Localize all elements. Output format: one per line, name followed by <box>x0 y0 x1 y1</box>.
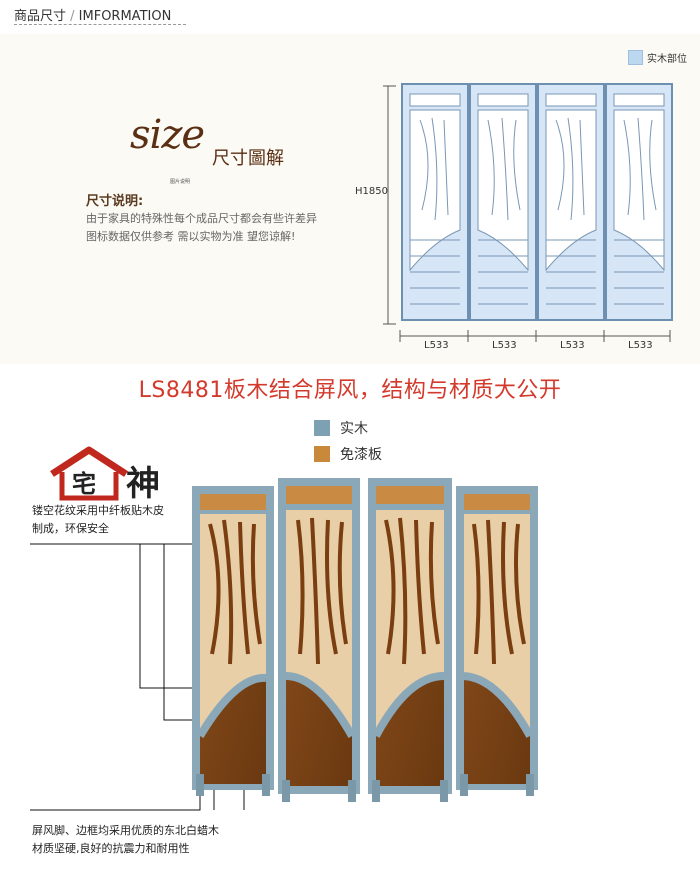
panel-outline <box>605 83 673 321</box>
title-en: IMFORMATION <box>78 9 172 24</box>
title-separator: / <box>66 9 79 24</box>
solid-wood-swatch <box>314 420 330 436</box>
size-logo-note: 图片说明 <box>170 179 191 185</box>
width-dimension-line <box>399 330 671 342</box>
solid-wood-swatch <box>628 50 643 65</box>
explanation-body: 由于家具的特殊性每个成品尺寸都会有些许差异 图标数据仅供参考 需以实物为准 望您… <box>86 210 376 246</box>
explanation-title: 尺寸说明: <box>86 194 144 209</box>
brand-icon-text: 宅 <box>72 470 96 498</box>
callout-line: 制成，环保安全 <box>32 522 109 535</box>
callout-frame: 屏风脚、边框均采用优质的东北白蜡木 材质坚硬,良好的抗震力和耐用性 <box>32 822 219 858</box>
panel-outline <box>537 83 605 321</box>
width-label: L533 <box>492 340 517 351</box>
explanation-line: 图标数据仅供参考 需以实物为准 望您谅解! <box>86 230 296 243</box>
paint-free-board-swatch <box>314 446 330 462</box>
header-divider <box>14 24 186 25</box>
material-legend-label: 免漆板 <box>340 447 382 463</box>
solid-wood-legend: 实木部位 <box>628 50 687 65</box>
solid-wood-legend-label: 实木部位 <box>647 54 687 65</box>
material-legend-item: 实木 <box>314 418 368 438</box>
section-header: 商品尺寸 / IMFORMATION <box>0 0 700 30</box>
product-headline: LS8481板木结合屏风，结构与材质大公开 <box>138 378 562 403</box>
screen-panel <box>456 486 538 796</box>
folding-screen-photo <box>192 478 538 802</box>
size-logo-word: size <box>130 112 205 158</box>
section-title: 商品尺寸 / IMFORMATION <box>14 5 171 24</box>
screen-panel <box>192 486 274 796</box>
panel-outline <box>469 83 537 321</box>
callout-lattice: 镂空花纹采用中纤板贴木皮 制成，环保安全 <box>32 502 164 538</box>
screen-line-drawing <box>383 83 673 342</box>
brand-logo: 宅 神 <box>44 444 174 504</box>
callout-line: 镂空花纹采用中纤板贴木皮 <box>32 504 164 517</box>
material-legend-label: 实木 <box>340 421 368 437</box>
callout-line: 屏风脚、边框均采用优质的东北白蜡木 <box>32 824 219 837</box>
material-legend-item: 免漆板 <box>314 444 382 464</box>
title-cn: 商品尺寸 <box>14 9 67 24</box>
explanation-line: 由于家具的特殊性每个成品尺寸都会有些许差异 <box>86 212 317 225</box>
width-label: L533 <box>628 340 653 351</box>
house-icon <box>50 446 128 501</box>
brand-text: 神 <box>126 464 160 504</box>
width-label: L533 <box>560 340 585 351</box>
panel-outline <box>401 83 469 321</box>
size-logo-cn: 尺寸圖解 <box>212 148 284 169</box>
callout-line: 材质坚硬,良好的抗震力和耐用性 <box>32 842 190 855</box>
screen-panel <box>278 478 360 802</box>
height-dimension-line <box>383 85 396 325</box>
size-logo: size 尺寸圖解 <box>130 112 300 182</box>
height-label: H1850 <box>355 186 388 197</box>
screen-panel <box>368 478 452 802</box>
width-label: L533 <box>424 340 449 351</box>
